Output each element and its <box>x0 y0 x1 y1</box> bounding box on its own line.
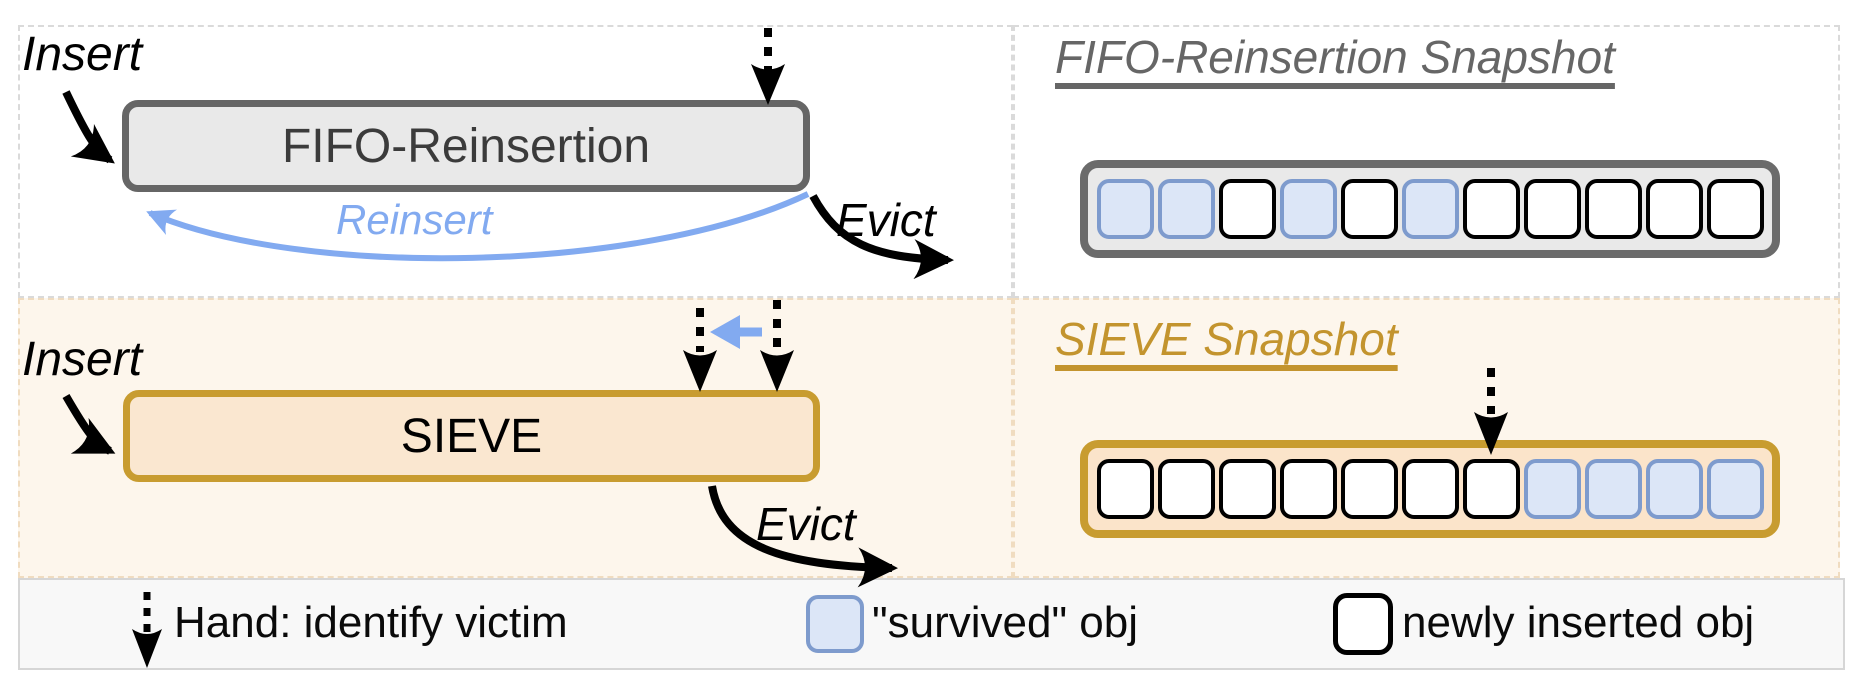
cache-slot-new <box>1401 459 1459 519</box>
cache-slot-survived <box>1279 179 1337 239</box>
cache-slot-survived <box>1645 459 1703 519</box>
fifo-snapshot-queue <box>1080 160 1780 258</box>
sieve-insert-label: Insert <box>22 333 143 386</box>
cache-slot-new <box>1706 179 1764 239</box>
legend-survived-swatch <box>806 595 864 653</box>
sieve-snapshot-title: SIEVE Snapshot <box>1055 313 1398 365</box>
cache-slot-survived <box>1706 459 1764 519</box>
cache-slot-new <box>1523 179 1581 239</box>
sieve-snapshot-queue <box>1080 440 1780 538</box>
sieve-box-label: SIEVE <box>400 409 543 463</box>
cache-slot-new <box>1157 459 1215 519</box>
cache-slot-new <box>1462 459 1520 519</box>
sieve-box: SIEVE <box>123 390 820 482</box>
fifo-insert-label: Insert <box>22 28 143 81</box>
fifo-reinsertion-box: FIFO-Reinsertion <box>122 100 810 192</box>
legend <box>18 578 1845 670</box>
cache-slot-new <box>1279 459 1337 519</box>
legend-hand-label: Hand: identify victim <box>174 598 568 647</box>
cache-slot-new <box>1218 459 1276 519</box>
cache-slot-survived <box>1157 179 1215 239</box>
cache-slot-survived <box>1401 179 1459 239</box>
fifo-evict-label: Evict <box>836 194 936 246</box>
legend-survived-label: "survived" obj <box>872 598 1139 647</box>
sieve-evict-label: Evict <box>756 498 856 550</box>
cache-slot-new <box>1462 179 1520 239</box>
fifo-reinsertion-box-label: FIFO-Reinsertion <box>281 119 651 173</box>
legend-new-swatch <box>1333 593 1393 655</box>
cache-slot-new <box>1340 459 1398 519</box>
cache-slot-new <box>1584 179 1642 239</box>
legend-new-label: newly inserted obj <box>1402 598 1755 647</box>
reinsert-label: Reinsert <box>336 196 493 243</box>
cache-slot-survived <box>1523 459 1581 519</box>
cache-slot-survived <box>1584 459 1642 519</box>
fifo-snapshot-title: FIFO-Reinsertion Snapshot <box>1055 31 1615 83</box>
cache-slot-survived <box>1096 179 1154 239</box>
cache-slot-new <box>1218 179 1276 239</box>
cache-slot-new <box>1645 179 1703 239</box>
cache-slot-new <box>1340 179 1398 239</box>
cache-slot-new <box>1096 459 1154 519</box>
